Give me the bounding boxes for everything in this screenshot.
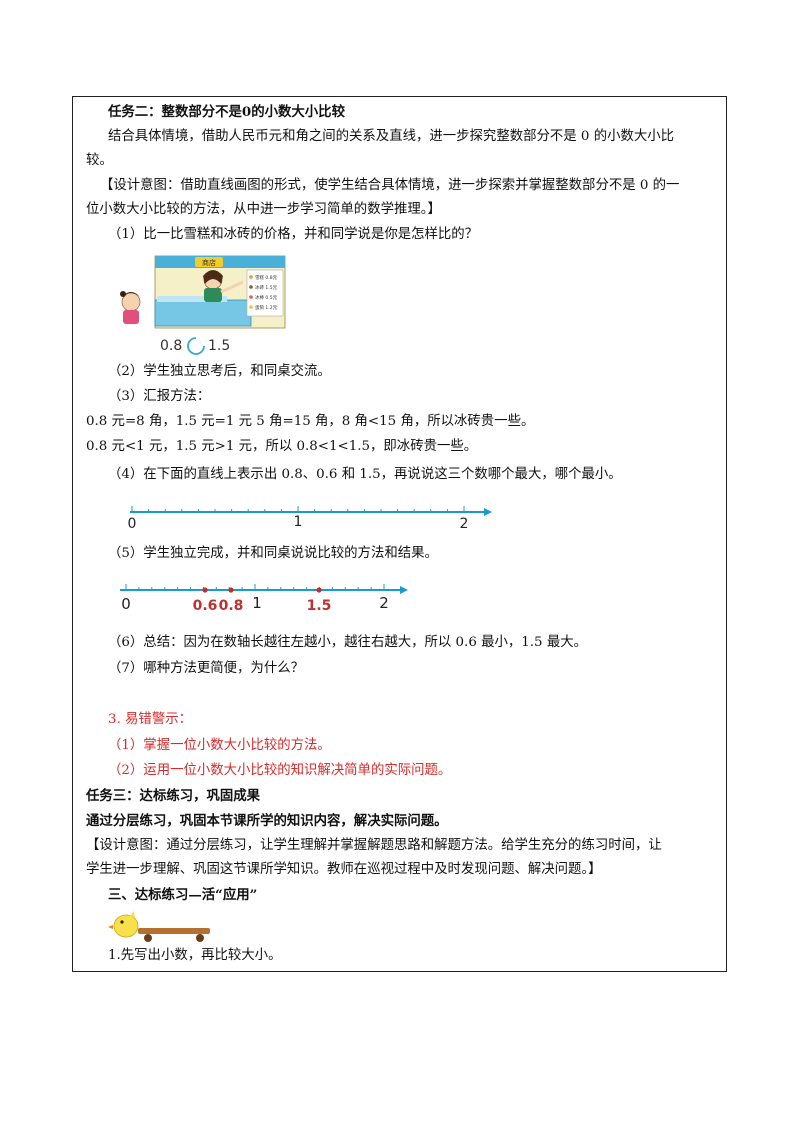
task2-design-line2: 位小数大小比较的方法，从中进一步学习简单的数学推理。】 [86,202,441,217]
point-0.8 [228,587,234,593]
menu-item-2: 冰砖 1.5元 [255,284,278,291]
method-2: 0.8 元<1 元，1.5 元>1 元，所以 0.8<1<1.5，即冰砖贵一些。 [86,439,478,454]
nl2-label-1: 1 [252,594,262,612]
nl2-label-2: 2 [379,594,389,612]
task2-step2: （2）学生独立思考后，和同桌交流。 [108,364,331,379]
warning-title: 3. 易错警示： [108,712,192,727]
nl1-label-2: 2 [460,516,469,532]
shop-illustration: 商店 雪糕 0.8元 冰砖 1.5元 冰棒 0.5元 蛋筒 1.2元 [120,255,286,329]
shopkeeper-body [204,288,222,302]
task2-step6: （6）总结：因为在数轴长越往左越小，越往右越大，所以 0.6 最小，1.5 最大… [108,635,587,650]
menu-board [246,269,284,317]
nl1-label-1: 1 [294,514,303,530]
counter-top [157,296,227,302]
child-hair [121,292,141,298]
menu-item-1: 雪糕 0.8元 [255,274,278,281]
nl2-label-0: 0 [121,595,131,613]
task2-heading: 任务二：整数部分不是0的小数大小比较 [108,104,345,120]
mark-label-1.5: 1.5 [307,598,332,614]
compare-circle-icon[interactable] [186,336,206,356]
compare-left-value: 0.8 [160,338,183,354]
nl1-label-0: 0 [128,516,137,532]
task2-intro-line2: 较。 [86,153,113,168]
task2-design-line1: 【设计意图：借助直线画图的形式，使学生结合具体情境，进一步探索并掌握整数部分不是… [100,178,680,193]
shopkeeper-hair [203,270,223,284]
mark-label-0.8: 0.8 [219,598,244,614]
mark-label-0.6: 0.6 [193,598,218,614]
task2-intro-line1: 结合具体情境，借助人民币元和角之间的关系及直线，进一步探究整数部分不是 0 的小… [108,129,675,144]
task2-step1: （1）比一比雪糕和冰砖的价格，并和同学说是你是怎样比的？ [108,227,479,242]
task2-step4: （4）在下面的直线上表示出 0.8、0.6 和 1.5，再说说这三个数哪个最大，… [108,467,622,482]
menu-item-3: 冰棒 0.5元 [255,294,278,301]
method-1: 0.8 元=8 角，1.5 元=1 元 5 角=15 角，8 角<15 角，所以… [86,414,535,429]
content-frame [72,96,727,972]
menu-item-4: 蛋筒 1.2元 [255,304,278,311]
task2-step3: （3）汇报方法： [108,389,211,404]
task2-step5: （5）学生独立完成，并和同桌说说比较的方法和结果。 [108,546,438,561]
shop-sign-text: 商店 [202,258,216,267]
warning-item-1: （1）掌握一位小数大小比较的方法。 [108,738,331,753]
number-line-1-arrow-icon [484,508,492,516]
shop-counter [154,299,252,327]
shop-sign-board [195,257,223,267]
task3-desc: 通过分层练习，巩固本节课所学的知识内容，解决实际问题。 [86,813,448,829]
question-1: 1.先写出小数，再比较大小。 [108,948,282,963]
warning-item-2: （2）运用一位小数大小比较的知识解决简单的实际问题。 [108,763,452,778]
point-1.5 [316,587,322,593]
task3-design-line2: 学生进一步理解、巩固这节课所学知识。教师在巡视过程中及时发现问题、解决问题。】 [86,862,602,877]
practice-section-title: 三、达标练习—活“应用” [108,887,258,903]
task3-heading: 任务三：达标练习，巩固成果 [86,788,261,804]
chick-cart-icon [108,911,210,942]
point-0.6 [202,587,208,593]
number-line-2: 0 1 2 0.6 0.8 1.5 [120,584,408,614]
compare-right-value: 1.5 [208,338,231,354]
number-line-1: 0 1 2 [128,506,492,532]
child-body [123,310,139,324]
task2-step7: （7）哪种方法更简便，为什么？ [108,661,304,676]
task3-design-line1: 【设计意图：通过分层练习，让学生理解并掌握解题思路和解题方法。给学生充分的练习时… [86,838,662,853]
number-line-2-arrow-icon [400,586,408,594]
shopkeeper-arm [220,280,244,294]
